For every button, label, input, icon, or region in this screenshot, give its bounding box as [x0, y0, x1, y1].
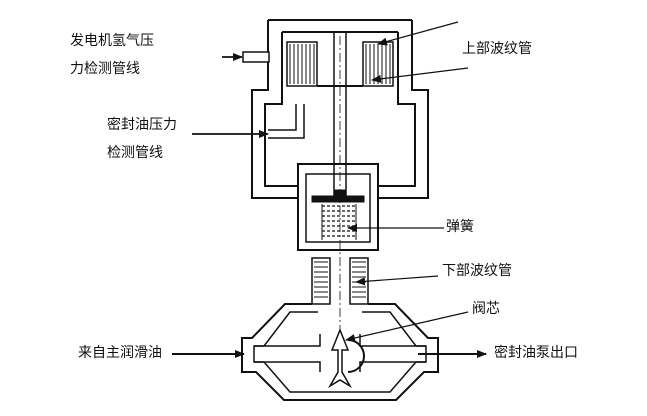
stem [333, 32, 347, 380]
label-outlet: 密封油泵出口 [494, 345, 578, 361]
label-generator-hydrogen-line-2: 力检测管线 [70, 61, 140, 77]
upper-bellows [286, 41, 394, 87]
label-generator-hydrogen-line-1: 发电机氢气压 [70, 33, 154, 49]
upper-housing [251, 19, 429, 199]
leader-lines [192, 21, 469, 342]
label-upper-bellows: 上部波纹管 [462, 41, 532, 57]
label-inlet: 来自主润滑油 [78, 345, 162, 361]
label-spring: 弹簧 [446, 219, 474, 235]
label-seal-oil-line-1: 密封油压力 [107, 117, 177, 133]
valve-core [327, 327, 365, 389]
hydrogen-port [242, 51, 270, 63]
valve-body [241, 303, 439, 401]
label-lower-bellows: 下部波纹管 [442, 263, 512, 279]
label-seal-oil-line-2: 检测管线 [107, 145, 163, 161]
lower-bellows [311, 257, 369, 305]
spring [311, 189, 365, 240]
label-valve-core: 阀芯 [472, 301, 500, 317]
spring-chamber [297, 163, 379, 251]
seal-oil-tube [268, 104, 305, 139]
